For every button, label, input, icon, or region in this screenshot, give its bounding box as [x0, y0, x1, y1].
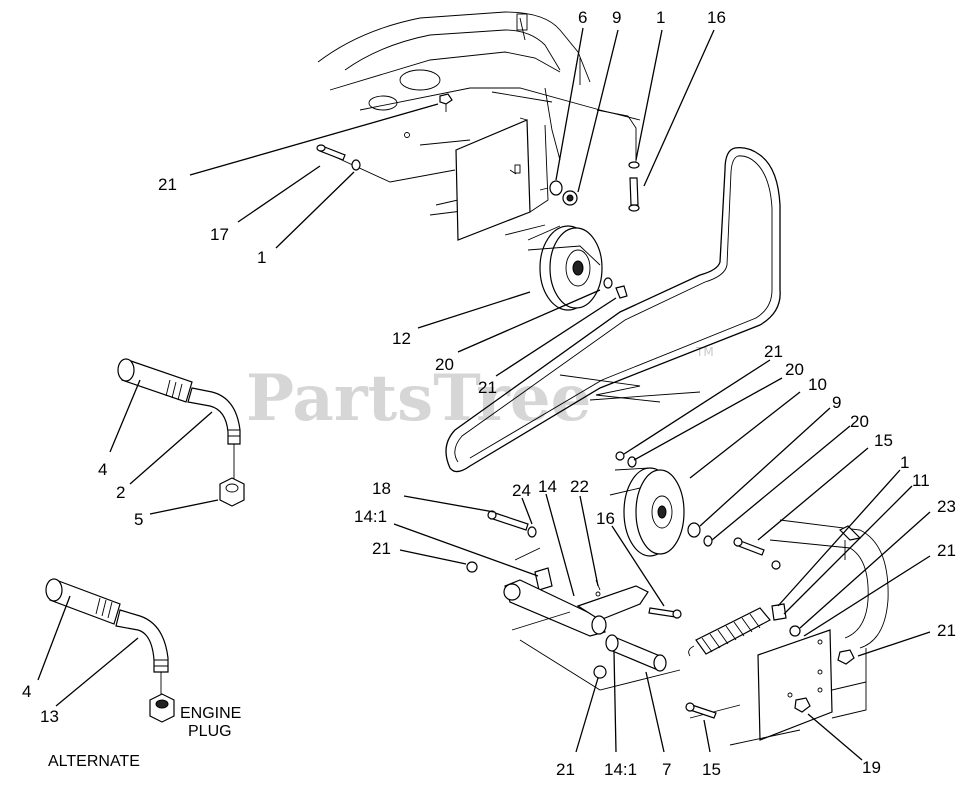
- callout-1-left: 1: [257, 248, 266, 267]
- grip-assembly-upper: [117, 358, 245, 507]
- callout-2: 2: [116, 483, 125, 502]
- caption-alternate: ALTERNATE: [48, 753, 140, 770]
- callout-21-bottom: 21: [556, 760, 575, 779]
- captions: ENGINE PLUG ALTERNATE: [48, 705, 241, 770]
- callout-20-right-b: 20: [850, 412, 869, 431]
- callout-4-upper: 4: [98, 460, 107, 479]
- callouts: 6 9 1 16 21 17 1 12 20 21 4 2 5 21 20 10…: [22, 8, 956, 779]
- caption-engine: ENGINE: [180, 705, 241, 722]
- callout-22: 22: [570, 477, 589, 496]
- callout-24: 24: [512, 481, 531, 500]
- callout-15-bottom: 15: [702, 760, 721, 779]
- caption-plug: PLUG: [188, 723, 232, 740]
- callout-16-top: 16: [707, 8, 726, 27]
- callout-14: 14: [538, 477, 557, 496]
- idler-arm-assembly: [466, 510, 855, 719]
- callout-6: 6: [578, 8, 587, 27]
- callout-10: 10: [808, 375, 827, 394]
- leader-lines: [37, 27, 931, 761]
- top-hardware: [316, 93, 640, 212]
- lower-frame: [689, 519, 889, 746]
- callout-21-pulley: 21: [478, 378, 497, 397]
- callout-16-lower: 16: [596, 509, 615, 528]
- callout-5: 5: [134, 510, 143, 529]
- callout-14-1-bottom: 14:1: [604, 760, 637, 779]
- callout-4-lower: 4: [22, 682, 31, 701]
- callout-7: 7: [662, 760, 671, 779]
- callout-19: 19: [862, 758, 881, 777]
- callout-20-right-a: 20: [785, 360, 804, 379]
- drive-belt: [445, 147, 781, 473]
- callout-20-pulley: 20: [435, 355, 454, 374]
- callout-18: 18: [372, 479, 391, 498]
- callout-21-right-c: 21: [937, 621, 956, 640]
- callout-11: 11: [912, 471, 930, 490]
- callout-21-right-b: 21: [937, 541, 956, 560]
- pulley-10: [609, 451, 713, 557]
- callout-9-top: 9: [612, 8, 621, 27]
- upper-frame: [317, 11, 641, 241]
- pulley-12: [527, 225, 628, 311]
- callout-13: 13: [40, 707, 59, 726]
- callout-1-top: 1: [656, 8, 665, 27]
- callout-15-right: 15: [874, 431, 893, 450]
- callout-21-top: 21: [158, 175, 177, 194]
- callout-23: 23: [937, 497, 956, 516]
- callout-21-right-a: 21: [764, 342, 783, 361]
- callout-12: 12: [392, 329, 411, 348]
- callout-14-1-upper: 14:1: [354, 507, 387, 526]
- callout-21-left: 21: [372, 539, 391, 558]
- callout-17: 17: [210, 225, 229, 244]
- callout-1-right: 1: [900, 453, 909, 472]
- callout-9-right: 9: [832, 393, 841, 412]
- grip-assembly-alternate: [45, 578, 175, 723]
